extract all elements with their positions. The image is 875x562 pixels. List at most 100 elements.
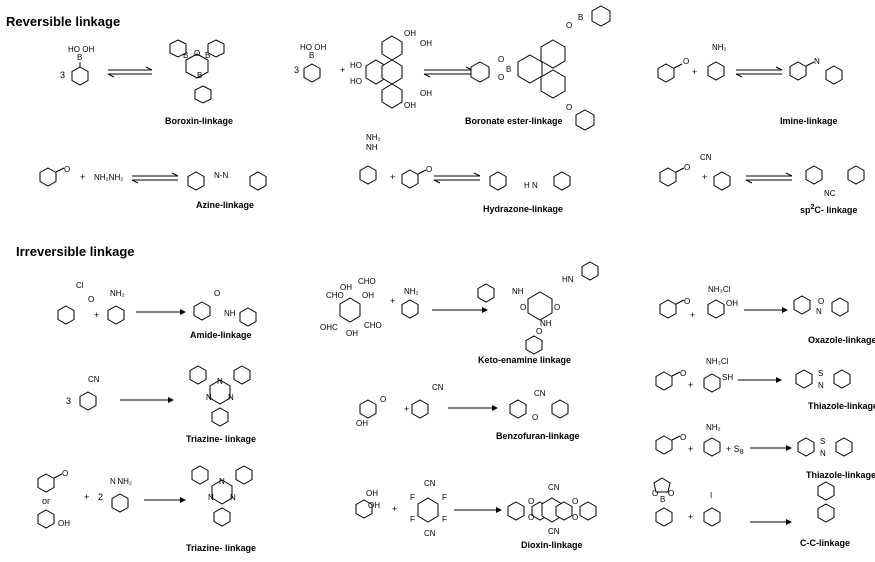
atom-label: B (183, 51, 188, 60)
atom-label: OH (356, 419, 368, 428)
atom-label: NH₂ (404, 287, 419, 296)
atom-label: OH (346, 329, 358, 338)
atom-label: HN (562, 275, 574, 284)
atom-label: CN (424, 529, 436, 538)
benzene-ring (655, 371, 673, 391)
atom-label: N (219, 477, 225, 486)
plus-sign: + (404, 404, 409, 414)
linkage-label: C-C-linkage (800, 538, 850, 548)
atom-label: B (309, 51, 314, 60)
atom-label: F (442, 493, 447, 502)
linkage-label: Benzofuran-linkage (496, 431, 580, 441)
benzene-ring (193, 301, 211, 321)
atom-label: B (77, 53, 82, 62)
benzene-ring (507, 501, 525, 521)
plus-sign: + (690, 310, 695, 320)
atom-label: NH₂ (110, 289, 125, 298)
triazine-scheme-1: 3 CN N N N Triazine- linkage (66, 365, 256, 444)
atom-label: OH (366, 489, 378, 498)
atom-label: O (572, 497, 578, 506)
atom-label: HO OH (300, 43, 326, 52)
plus-sign: + (80, 172, 85, 182)
linkage-label: Triazine- linkage (186, 434, 256, 444)
atom-label: CN (534, 389, 546, 398)
benzene-ring (57, 305, 75, 325)
linkage-label: Imine-linkage (780, 116, 838, 126)
atom-label: O (214, 289, 220, 298)
benzene-ring (37, 509, 55, 529)
benzene-ring (359, 399, 377, 419)
atom-label: N (217, 377, 223, 386)
benzene-ring (525, 335, 543, 355)
benzene-ring (831, 297, 849, 317)
benzene-ring (655, 507, 673, 527)
atom-label: O (498, 55, 504, 64)
atom-label: Cl (76, 281, 84, 290)
linkage-label: Oxazole-linkage (808, 335, 875, 345)
atom-label: NH (366, 143, 378, 152)
atom-label: OH (404, 29, 416, 38)
benzene-ring (703, 437, 721, 457)
atom-label: F (410, 515, 415, 524)
atom-label: NH₂ (366, 133, 381, 142)
triphenylene-core (517, 54, 543, 84)
benzene-ring (111, 493, 129, 513)
atom-label: OH (58, 519, 70, 528)
atom-label: O (426, 165, 432, 174)
amide-scheme: Cl O + NH₂ O NH Amide-linkage (57, 281, 257, 340)
linkage-label: Hydrazone-linkage (483, 204, 563, 214)
plus-sign: + (688, 512, 693, 522)
atom-label: O (520, 303, 526, 312)
benzene-ring (39, 167, 57, 187)
atom-label: NH₃Cl (708, 285, 731, 294)
triazine-ring (211, 479, 233, 505)
atom-label: N (230, 493, 236, 502)
atom-label: OH (368, 501, 380, 510)
plus-sign: + (392, 504, 397, 514)
benzene-ring (355, 499, 373, 519)
plus-sign: + (688, 444, 693, 454)
atom-label: O (818, 297, 824, 306)
benzene-ring (211, 407, 229, 427)
atom-label: OHC (320, 323, 338, 332)
benzene-ring (553, 171, 571, 191)
atom-label: N-N (214, 171, 228, 180)
atom-label: NH₂ (706, 423, 721, 432)
atom-label: N (208, 493, 214, 502)
atom-label: S (818, 369, 823, 378)
atom-label: O (528, 497, 534, 506)
benzene-ring (509, 399, 527, 419)
section-title-irreversible: Irreversible linkage (16, 244, 135, 259)
plus-sign: + (688, 380, 693, 390)
atom-label: N (816, 307, 822, 316)
atom-label: O (680, 369, 686, 378)
atom-label: CN (432, 383, 444, 392)
triazine-ring (209, 379, 231, 405)
benzene-ring (657, 63, 675, 83)
section-title-reversible: Reversible linkage (6, 14, 120, 29)
cc-coupling-scheme: B O O + I C-C-linkage (652, 477, 850, 548)
atom-label: N (820, 449, 826, 458)
plus-sign: + (340, 65, 345, 75)
dioxin-ring (555, 501, 573, 521)
benzene-ring (655, 435, 673, 455)
atom-label: O (536, 327, 542, 336)
linkage-label: Dioxin-linkage (521, 540, 583, 550)
atom-label: O (554, 303, 560, 312)
benzene-ring (79, 391, 97, 411)
linkage-label: Amide-linkage (190, 330, 252, 340)
atom-label: HO OH (68, 45, 94, 54)
atom-label: CN (548, 483, 560, 492)
atom-label: NH (512, 287, 524, 296)
atom-label: O (62, 469, 68, 478)
benzene-ring (659, 167, 677, 187)
benzene-ring (249, 171, 267, 191)
atom-label: O (572, 513, 578, 522)
boroxin-scheme: 3 HO OH B B O B B Boroxin-linkage (60, 39, 233, 126)
dioxin-scheme: OH OH + CN CN F F F F CN CN O O O O Diox… (355, 479, 597, 550)
benzene-ring (703, 507, 721, 527)
triphenylene-core (540, 69, 566, 99)
atom-label: O (532, 413, 538, 422)
atom-label: NH (540, 319, 552, 328)
